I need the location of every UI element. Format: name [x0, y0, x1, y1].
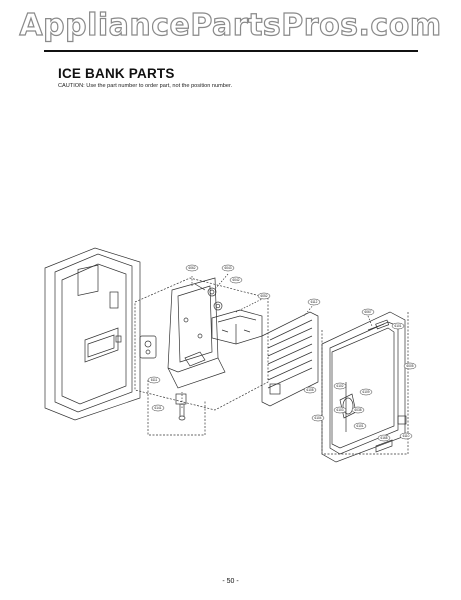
page-number: - 50 -	[222, 578, 239, 585]
small-hardware	[175, 393, 407, 453]
callout-label: 6062	[188, 266, 195, 270]
leader-lines	[181, 273, 373, 408]
mounting-bracket	[167, 277, 226, 389]
door-liner	[44, 247, 141, 421]
callout-6110: 6110	[399, 432, 413, 440]
door-dashed-outline	[321, 312, 409, 455]
dashed-assembly-outline	[134, 277, 269, 436]
callout-label: 6104	[314, 416, 321, 420]
callout-6062: 6062	[185, 264, 199, 272]
callout-6101: 6101	[391, 322, 405, 330]
callout-6101: 6101	[353, 422, 367, 430]
callout-bubbles: 6062 6043 6042 6052 6112 6067 6101 6005 6108 6102…	[147, 264, 417, 442]
callout-label: 6101	[356, 424, 363, 428]
callout-6111: 6111	[147, 376, 161, 384]
callout-label: 6042	[232, 278, 239, 282]
callout-label: 6103	[336, 408, 343, 412]
callout-6104: 6104	[311, 414, 325, 422]
crusher-housing	[211, 309, 263, 345]
callout-6109: 6109	[359, 388, 373, 396]
callout-6168: 6168	[377, 434, 391, 442]
header-rule	[44, 50, 418, 52]
callout-label: 6102	[336, 384, 343, 388]
callout-label: 6043	[224, 266, 231, 270]
callout-label: 6108	[306, 388, 313, 392]
front-cover	[261, 311, 319, 407]
callout-6038: 6038	[351, 406, 365, 414]
page-title: ICE BANK PARTS	[58, 66, 175, 81]
callout-6112: 6112	[307, 298, 321, 306]
callout-label: 6141	[154, 406, 161, 410]
callout-6102: 6102	[333, 382, 347, 390]
callout-6042: 6042	[229, 276, 243, 284]
motor-assembly	[139, 335, 157, 359]
callout-label: 6052	[260, 294, 267, 298]
callout-6103: 6103	[333, 406, 347, 414]
callout-6108: 6108	[303, 386, 317, 394]
callout-label: 6067	[364, 310, 371, 314]
callout-label: 6101	[394, 324, 401, 328]
exploded-parts-diagram: 6062 6043 6042 6052 6112 6067 6101 6005 6108 6102…	[0, 240, 461, 470]
callout-label: 6110	[403, 434, 410, 438]
site-watermark: AppliancePartsPros.com	[19, 7, 442, 43]
callout-6043: 6043	[221, 264, 235, 272]
callout-label: 6109	[362, 390, 369, 394]
callout-6067: 6067	[361, 308, 375, 316]
callout-label: 6111	[151, 378, 158, 382]
callout-6005: 6005	[403, 362, 417, 370]
callout-label: 6038	[354, 408, 361, 412]
callout-label: 6168	[380, 436, 387, 440]
callout-6052: 6052	[257, 292, 271, 300]
callout-label: 6005	[406, 364, 413, 368]
gear-components	[194, 283, 223, 311]
callout-label: 6112	[311, 300, 318, 304]
callout-6141: 6141	[151, 404, 165, 412]
caution-note: CAUTION: Use the part number to order pa…	[58, 83, 233, 89]
